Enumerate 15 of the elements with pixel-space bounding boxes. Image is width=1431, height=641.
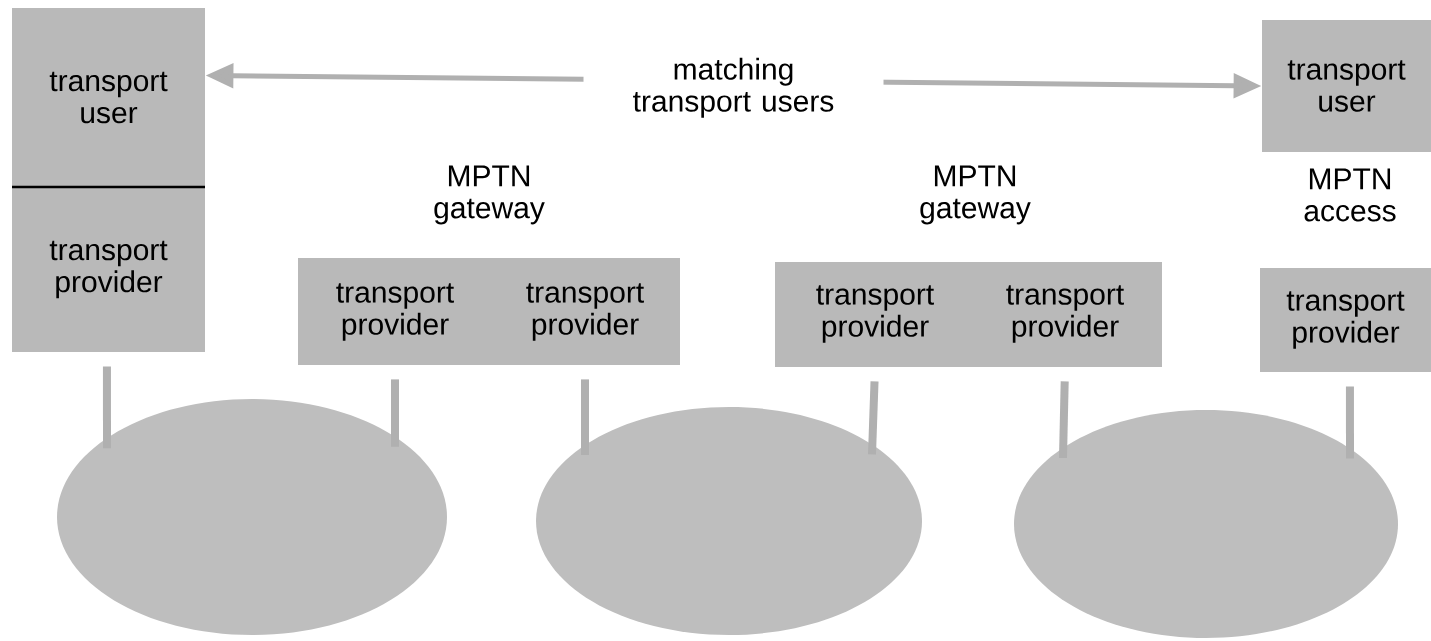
layer-box: transport provider — [12, 187, 205, 352]
provider-label: transport provider — [816, 285, 934, 343]
layer-box: transport user — [1262, 20, 1431, 152]
network-ellipse — [1014, 410, 1398, 638]
provider-box: transport provider — [1260, 268, 1431, 372]
box-heading: MPTN gateway — [920, 165, 1031, 225]
network-ellipse — [536, 407, 922, 635]
provider-label: transport provider — [336, 283, 454, 341]
box-heading: MPTN access — [1304, 168, 1396, 222]
network-ellipse — [57, 399, 447, 635]
layer-box: transport user — [12, 8, 205, 187]
box-heading: MPTN gateway — [434, 165, 545, 225]
provider-label: transport provider — [1006, 285, 1124, 343]
edge-label: matching transport users — [583, 57, 884, 118]
provider-label: transport provider — [526, 283, 644, 341]
